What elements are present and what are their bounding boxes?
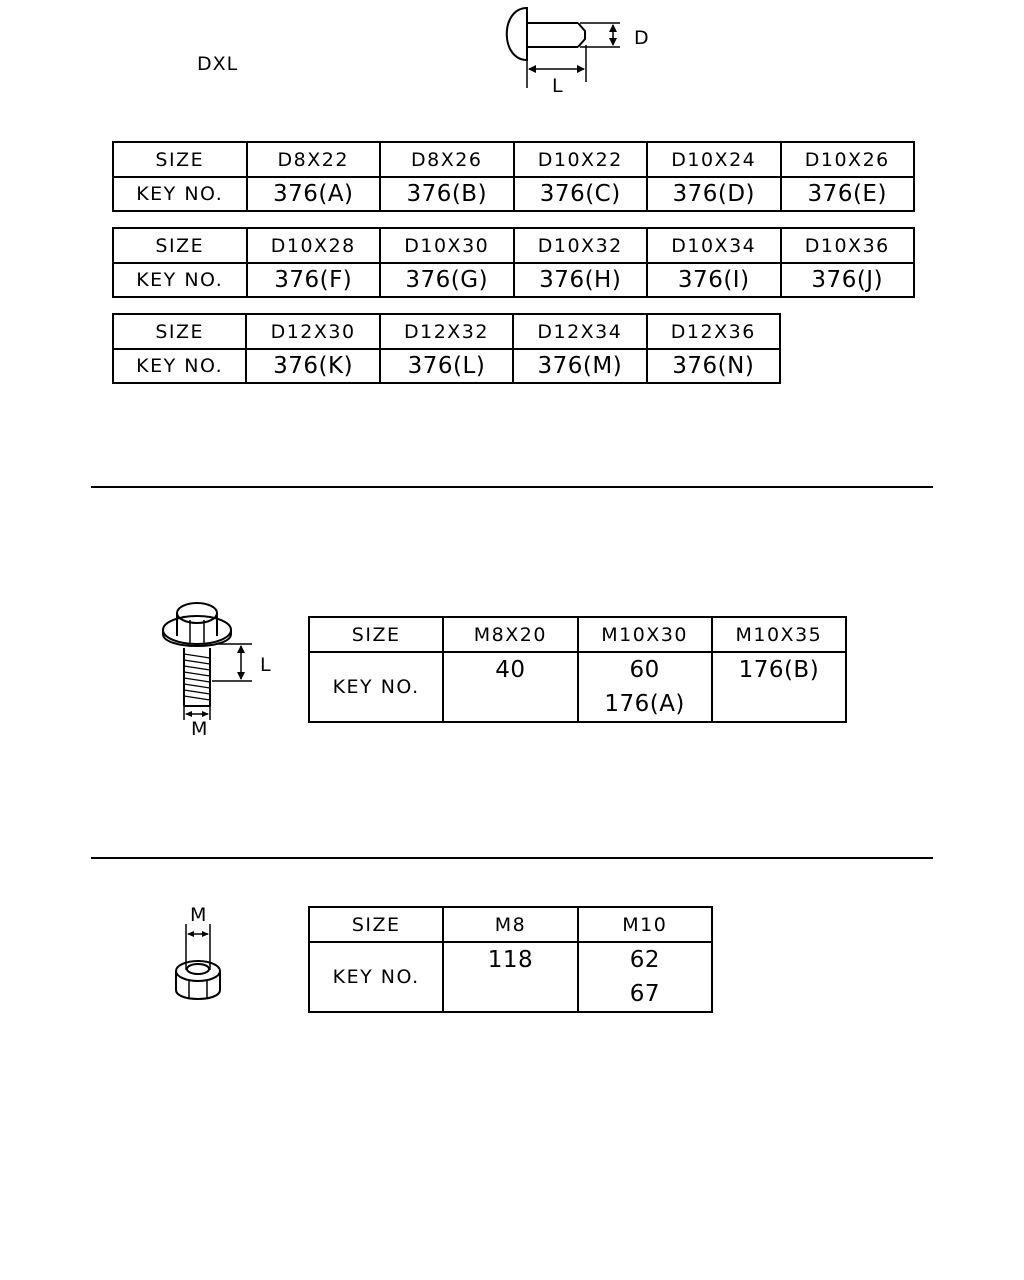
- size-cell: D12X34: [512, 313, 648, 350]
- key-value: 60: [629, 657, 660, 683]
- section-divider: [91, 486, 933, 488]
- key-cell: 376(H): [512, 262, 648, 298]
- table-row: SIZE M8 M10: [307, 906, 714, 943]
- size-header: SIZE: [112, 227, 248, 264]
- key-cell: 376(K): [245, 348, 381, 384]
- key-cell: 376(I): [646, 262, 782, 298]
- bolt-table: SIZE M8X20 M10X30 M10X35 KEY NO. 40 60 1…: [307, 616, 848, 723]
- nut-diagram: [175, 924, 221, 1000]
- size-cell: M10X35: [710, 616, 848, 653]
- size-cell: D8X22: [245, 141, 381, 178]
- size-cell: D10X22: [512, 141, 648, 178]
- size-cell: D10X36: [779, 227, 915, 264]
- key-cell: 376(N): [645, 348, 782, 384]
- key-no-header: KEY NO.: [112, 262, 248, 298]
- flange-bolt-diagram: [162, 602, 252, 720]
- rivet-dim-l: L: [552, 75, 564, 97]
- rivet-table-2: SIZE D10X28 D10X30 D10X32 D10X34 D10X36 …: [112, 227, 915, 298]
- size-cell: D10X28: [245, 227, 381, 264]
- section-divider: [91, 857, 933, 859]
- table-row: KEY NO. 376(A) 376(B) 376(C) 376(D) 376(…: [112, 176, 915, 212]
- key-no-header: KEY NO.: [112, 176, 248, 212]
- nut-table: SIZE M8 M10 KEY NO. 118 62 67: [307, 906, 714, 1013]
- table-row: KEY NO. 376(K) 376(L) 376(M) 376(N): [111, 348, 782, 384]
- rivet-dim-d: D: [634, 27, 650, 49]
- table-row: KEY NO. 118 62 67: [307, 941, 714, 1013]
- bolt-dim-l: L: [260, 654, 272, 676]
- size-cell: D12X30: [245, 313, 381, 350]
- key-cell: 62 67: [576, 941, 714, 1013]
- key-value: 67: [629, 981, 660, 1007]
- size-header: SIZE: [307, 906, 445, 943]
- size-cell: D8X26: [379, 141, 515, 178]
- size-cell: D10X24: [646, 141, 782, 178]
- rivet-table-1: SIZE D8X22 D8X26 D10X22 D10X24 D10X26 KE…: [112, 141, 915, 212]
- key-cell: 376(B): [379, 176, 515, 212]
- key-cell: 60 176(A): [576, 651, 713, 723]
- key-cell: 376(A): [245, 176, 381, 212]
- table-row: SIZE D12X30 D12X32 D12X34 D12X36: [111, 313, 782, 350]
- bolt-dim-m: M: [191, 718, 209, 740]
- rivet-size-formula: DXL: [197, 53, 239, 75]
- size-cell: M10: [576, 906, 714, 943]
- size-cell: M10X30: [576, 616, 713, 653]
- rivet-diagram: [505, 6, 620, 88]
- key-value: 118: [487, 947, 534, 973]
- size-cell: D10X26: [779, 141, 915, 178]
- key-cell: 376(M): [512, 348, 648, 384]
- table-row: SIZE D8X22 D8X26 D10X22 D10X24 D10X26: [112, 141, 915, 178]
- key-cell: 376(F): [245, 262, 381, 298]
- size-cell: D12X36: [645, 313, 782, 350]
- table-row: SIZE D10X28 D10X30 D10X32 D10X34 D10X36: [112, 227, 915, 264]
- key-cell: 40: [442, 651, 579, 723]
- size-cell: D10X32: [512, 227, 648, 264]
- key-value: 40: [495, 657, 526, 683]
- key-no-header: KEY NO.: [111, 348, 248, 384]
- key-cell: 376(C): [512, 176, 648, 212]
- size-cell: M8: [442, 906, 579, 943]
- rivet-table-3: SIZE D12X30 D12X32 D12X34 D12X36 KEY NO.…: [111, 313, 782, 384]
- key-cell: 376(E): [779, 176, 915, 212]
- size-header: SIZE: [112, 141, 248, 178]
- size-cell: M8X20: [442, 616, 579, 653]
- size-header: SIZE: [111, 313, 248, 350]
- key-cell: 118: [442, 941, 579, 1013]
- size-cell: D12X32: [378, 313, 515, 350]
- size-cell: D10X30: [379, 227, 515, 264]
- size-cell: D10X34: [646, 227, 782, 264]
- key-cell: 376(J): [779, 262, 915, 298]
- key-value: 62: [629, 947, 660, 973]
- table-row: KEY NO. 40 60 176(A) 176(B): [307, 651, 848, 723]
- size-header: SIZE: [307, 616, 445, 653]
- key-cell: 376(L): [378, 348, 515, 384]
- key-cell: 176(B): [710, 651, 848, 723]
- table-row: SIZE M8X20 M10X30 M10X35: [307, 616, 848, 653]
- table-row: KEY NO. 376(F) 376(G) 376(H) 376(I) 376(…: [112, 262, 915, 298]
- nut-dim-m: M: [190, 904, 208, 926]
- key-cell: 376(G): [379, 262, 515, 298]
- key-value: 176(B): [738, 657, 820, 683]
- key-no-header: KEY NO.: [307, 651, 445, 723]
- key-no-header: KEY NO.: [307, 941, 445, 1013]
- key-value: 176(A): [604, 691, 685, 717]
- key-cell: 376(D): [646, 176, 782, 212]
